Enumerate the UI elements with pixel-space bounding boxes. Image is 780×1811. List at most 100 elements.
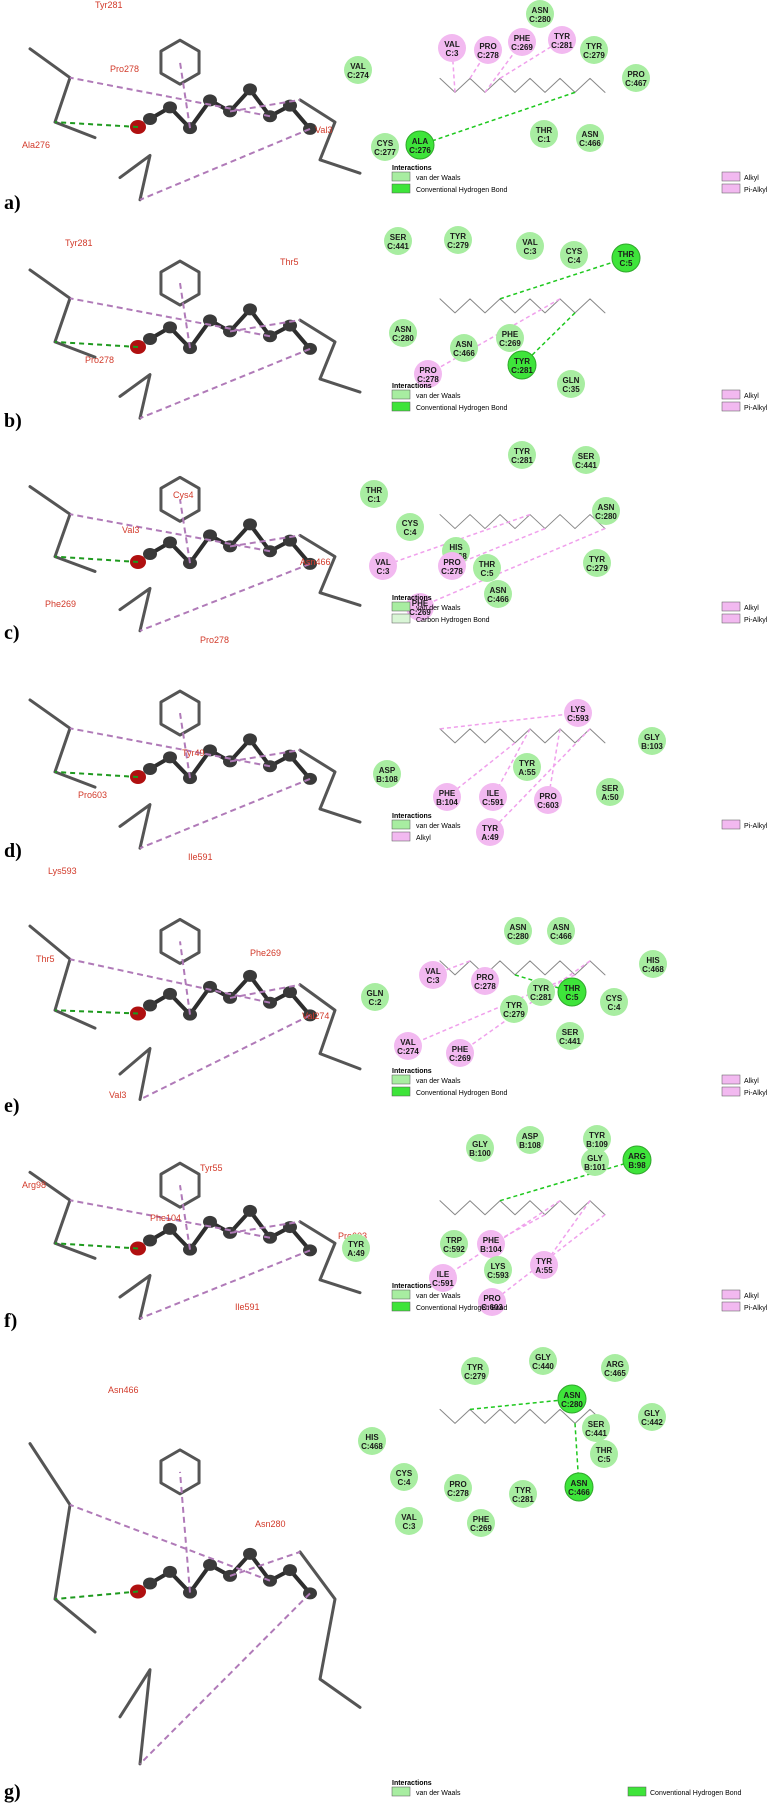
residue-id: C:35 (562, 385, 580, 394)
residue-name: HIS (646, 956, 660, 965)
legend-swatch (391, 831, 411, 842)
residue-id: B:101 (584, 1163, 606, 1172)
ligand-atom (243, 1547, 257, 1560)
pi-alkyl-interaction-line (229, 1220, 301, 1234)
residue-id: B:98 (628, 1161, 646, 1170)
residue-name: HIS (365, 1433, 379, 1442)
residue-name: PHE (412, 599, 429, 608)
panel-label: a) (4, 192, 21, 214)
residue-stick (298, 748, 362, 824)
panel-f: Tyr55Pro603Arg98Phe104Ile591GLYB:100ASPB… (22, 1125, 768, 1320)
legend-label: Alkyl (416, 835, 431, 842)
pi-alkyl-interaction-line (139, 1014, 311, 1101)
ligand-atom (143, 548, 157, 560)
residue-name: TYR (533, 984, 549, 993)
residue-id: B:100 (469, 1149, 491, 1158)
residue-name: LYS (491, 1262, 506, 1271)
residue-stick (298, 98, 362, 175)
legend-title: Interactions (392, 595, 432, 602)
residue-id: C:466 (579, 139, 601, 148)
residue-stick (159, 1448, 201, 1496)
residue-stick (298, 318, 362, 394)
residue-name: PRO (449, 1480, 466, 1489)
residue-name: THR (564, 984, 581, 993)
residue-name: PHE (439, 789, 456, 798)
residue-stick (439, 728, 606, 744)
ligand-atom (243, 969, 257, 982)
panel-a: Tyr281Pro278Ala276Val3ASNC:280VALC:3PROC… (22, 0, 768, 202)
residue-label-3d: Asn466 (300, 557, 331, 567)
residue-name: VAL (350, 62, 366, 71)
residue-stick (159, 917, 201, 965)
residue-id: C:4 (404, 528, 417, 537)
legend-swatch (721, 401, 741, 412)
residue-id: C:466 (568, 1488, 590, 1497)
pi-alkyl-interaction-line (69, 76, 271, 118)
ligand-atom (163, 1565, 177, 1578)
residue-id: C:281 (551, 41, 573, 50)
legend-swatch (721, 1086, 741, 1097)
residue-name: THR (596, 1446, 613, 1455)
legend-swatch (391, 1289, 411, 1300)
residue-stick (28, 1170, 97, 1260)
residue-stick (28, 698, 97, 789)
legend-title: Interactions (392, 165, 432, 172)
residue-name: TYR (348, 1240, 364, 1249)
residue-name: VAL (444, 40, 460, 49)
residue-id: C:269 (499, 339, 521, 348)
legend-label: Pi-Alkyl (744, 187, 768, 194)
residue-name: TYR (586, 42, 602, 51)
residue-id: C:467 (625, 79, 647, 88)
legend-swatch (627, 1786, 647, 1797)
residue-id: C:274 (347, 71, 369, 80)
residue-stick (28, 924, 97, 1030)
legend-label: Alkyl (744, 605, 759, 612)
pi-alkyl-interaction-line (229, 98, 301, 113)
interaction-line (419, 91, 576, 146)
residue-name: ASN (564, 1391, 581, 1400)
residue-name: PHE (483, 1236, 500, 1245)
residue-name: ASN (490, 586, 507, 595)
residue-stick (298, 1220, 362, 1295)
residue-label-3d: Val274 (302, 1011, 329, 1021)
pi-alkyl-interaction-line (69, 1199, 271, 1239)
panel-label: g) (4, 1781, 21, 1803)
residue-label-3d: Tyr281 (95, 0, 123, 10)
residue-id: C:280 (392, 334, 414, 343)
residue-name: GLY (644, 733, 660, 742)
residue-name: CYS (396, 1469, 413, 1478)
residue-id: C:3 (427, 976, 440, 985)
residue-label-3d: Val3 (109, 1090, 126, 1100)
residue-label-3d: Ile591 (235, 1302, 260, 1312)
residue-stick (159, 38, 201, 86)
residue-id: C:592 (443, 1245, 465, 1254)
residue-id: C:441 (559, 1037, 581, 1046)
residue-id: B:104 (436, 798, 458, 807)
